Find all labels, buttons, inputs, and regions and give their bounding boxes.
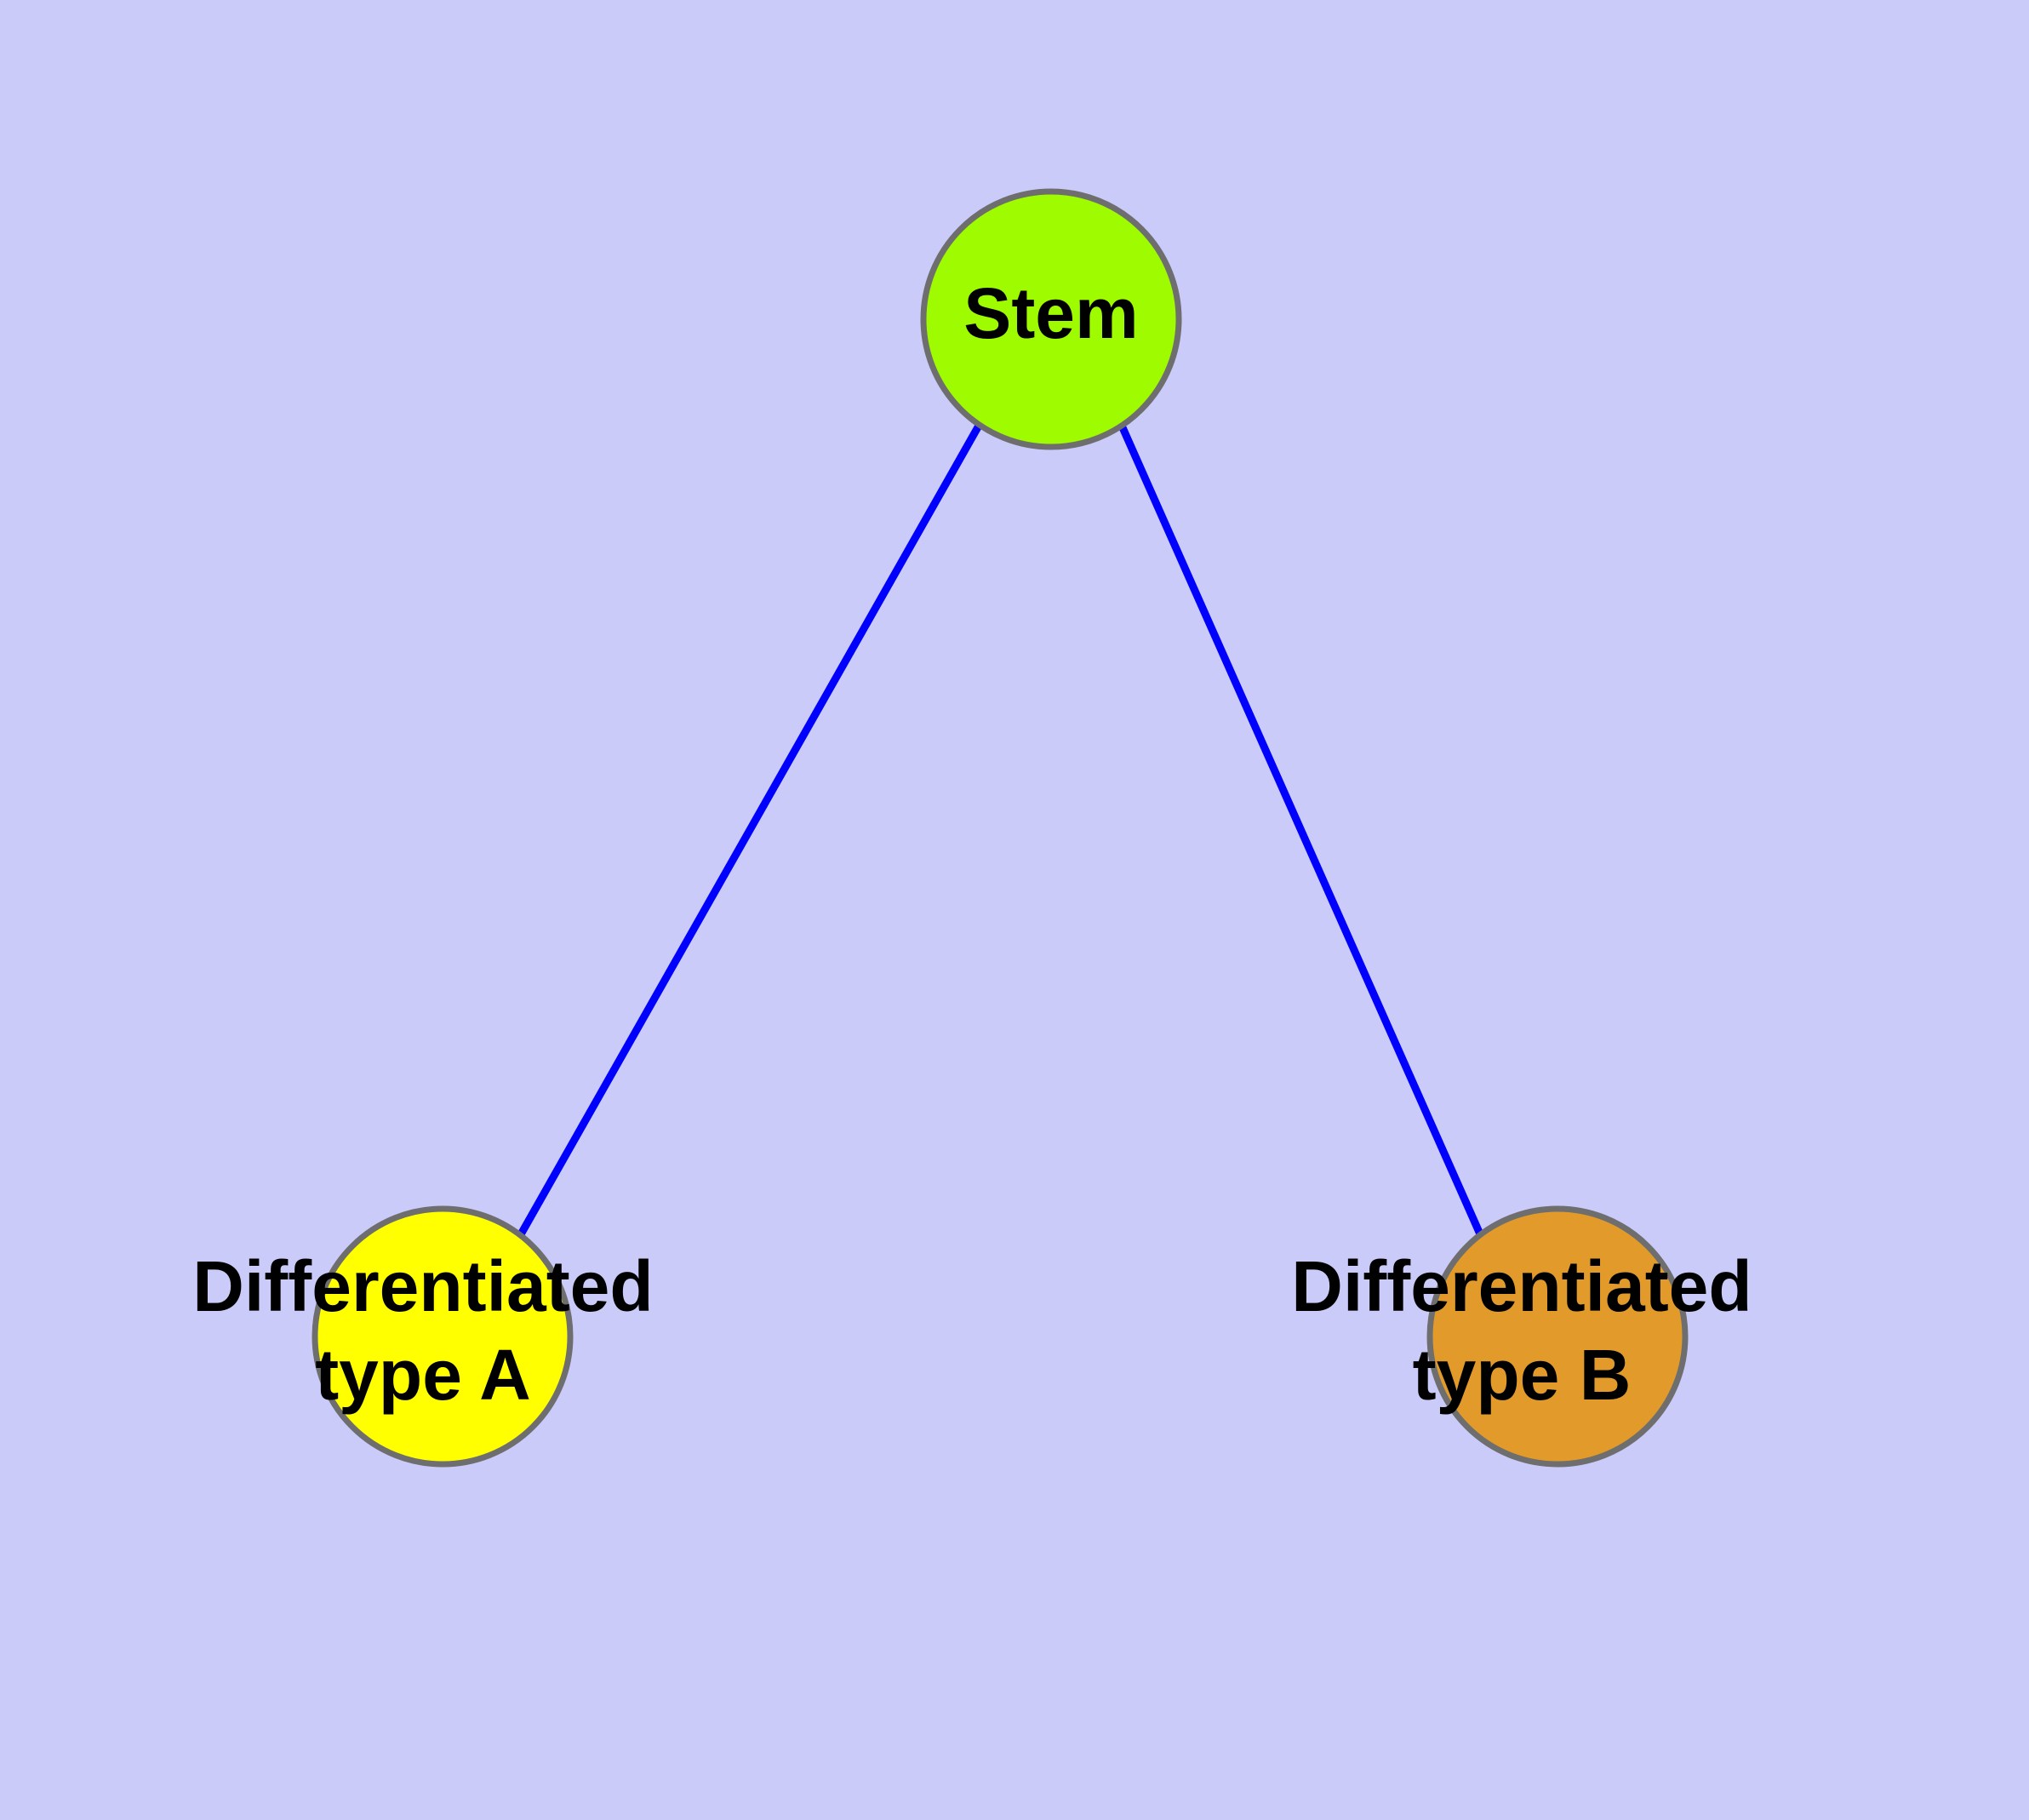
nodes-layer [311,188,1689,1468]
edge-stem-diff-a[interactable] [517,423,982,1237]
node-stem[interactable] [920,188,1182,450]
edge-stem-diff-b[interactable] [1117,424,1485,1238]
node-diff_a[interactable] [311,1205,574,1468]
edges-layer [517,423,1485,1238]
node-label-stem: Stem [963,273,1138,353]
node-diff_b[interactable] [1426,1205,1689,1468]
